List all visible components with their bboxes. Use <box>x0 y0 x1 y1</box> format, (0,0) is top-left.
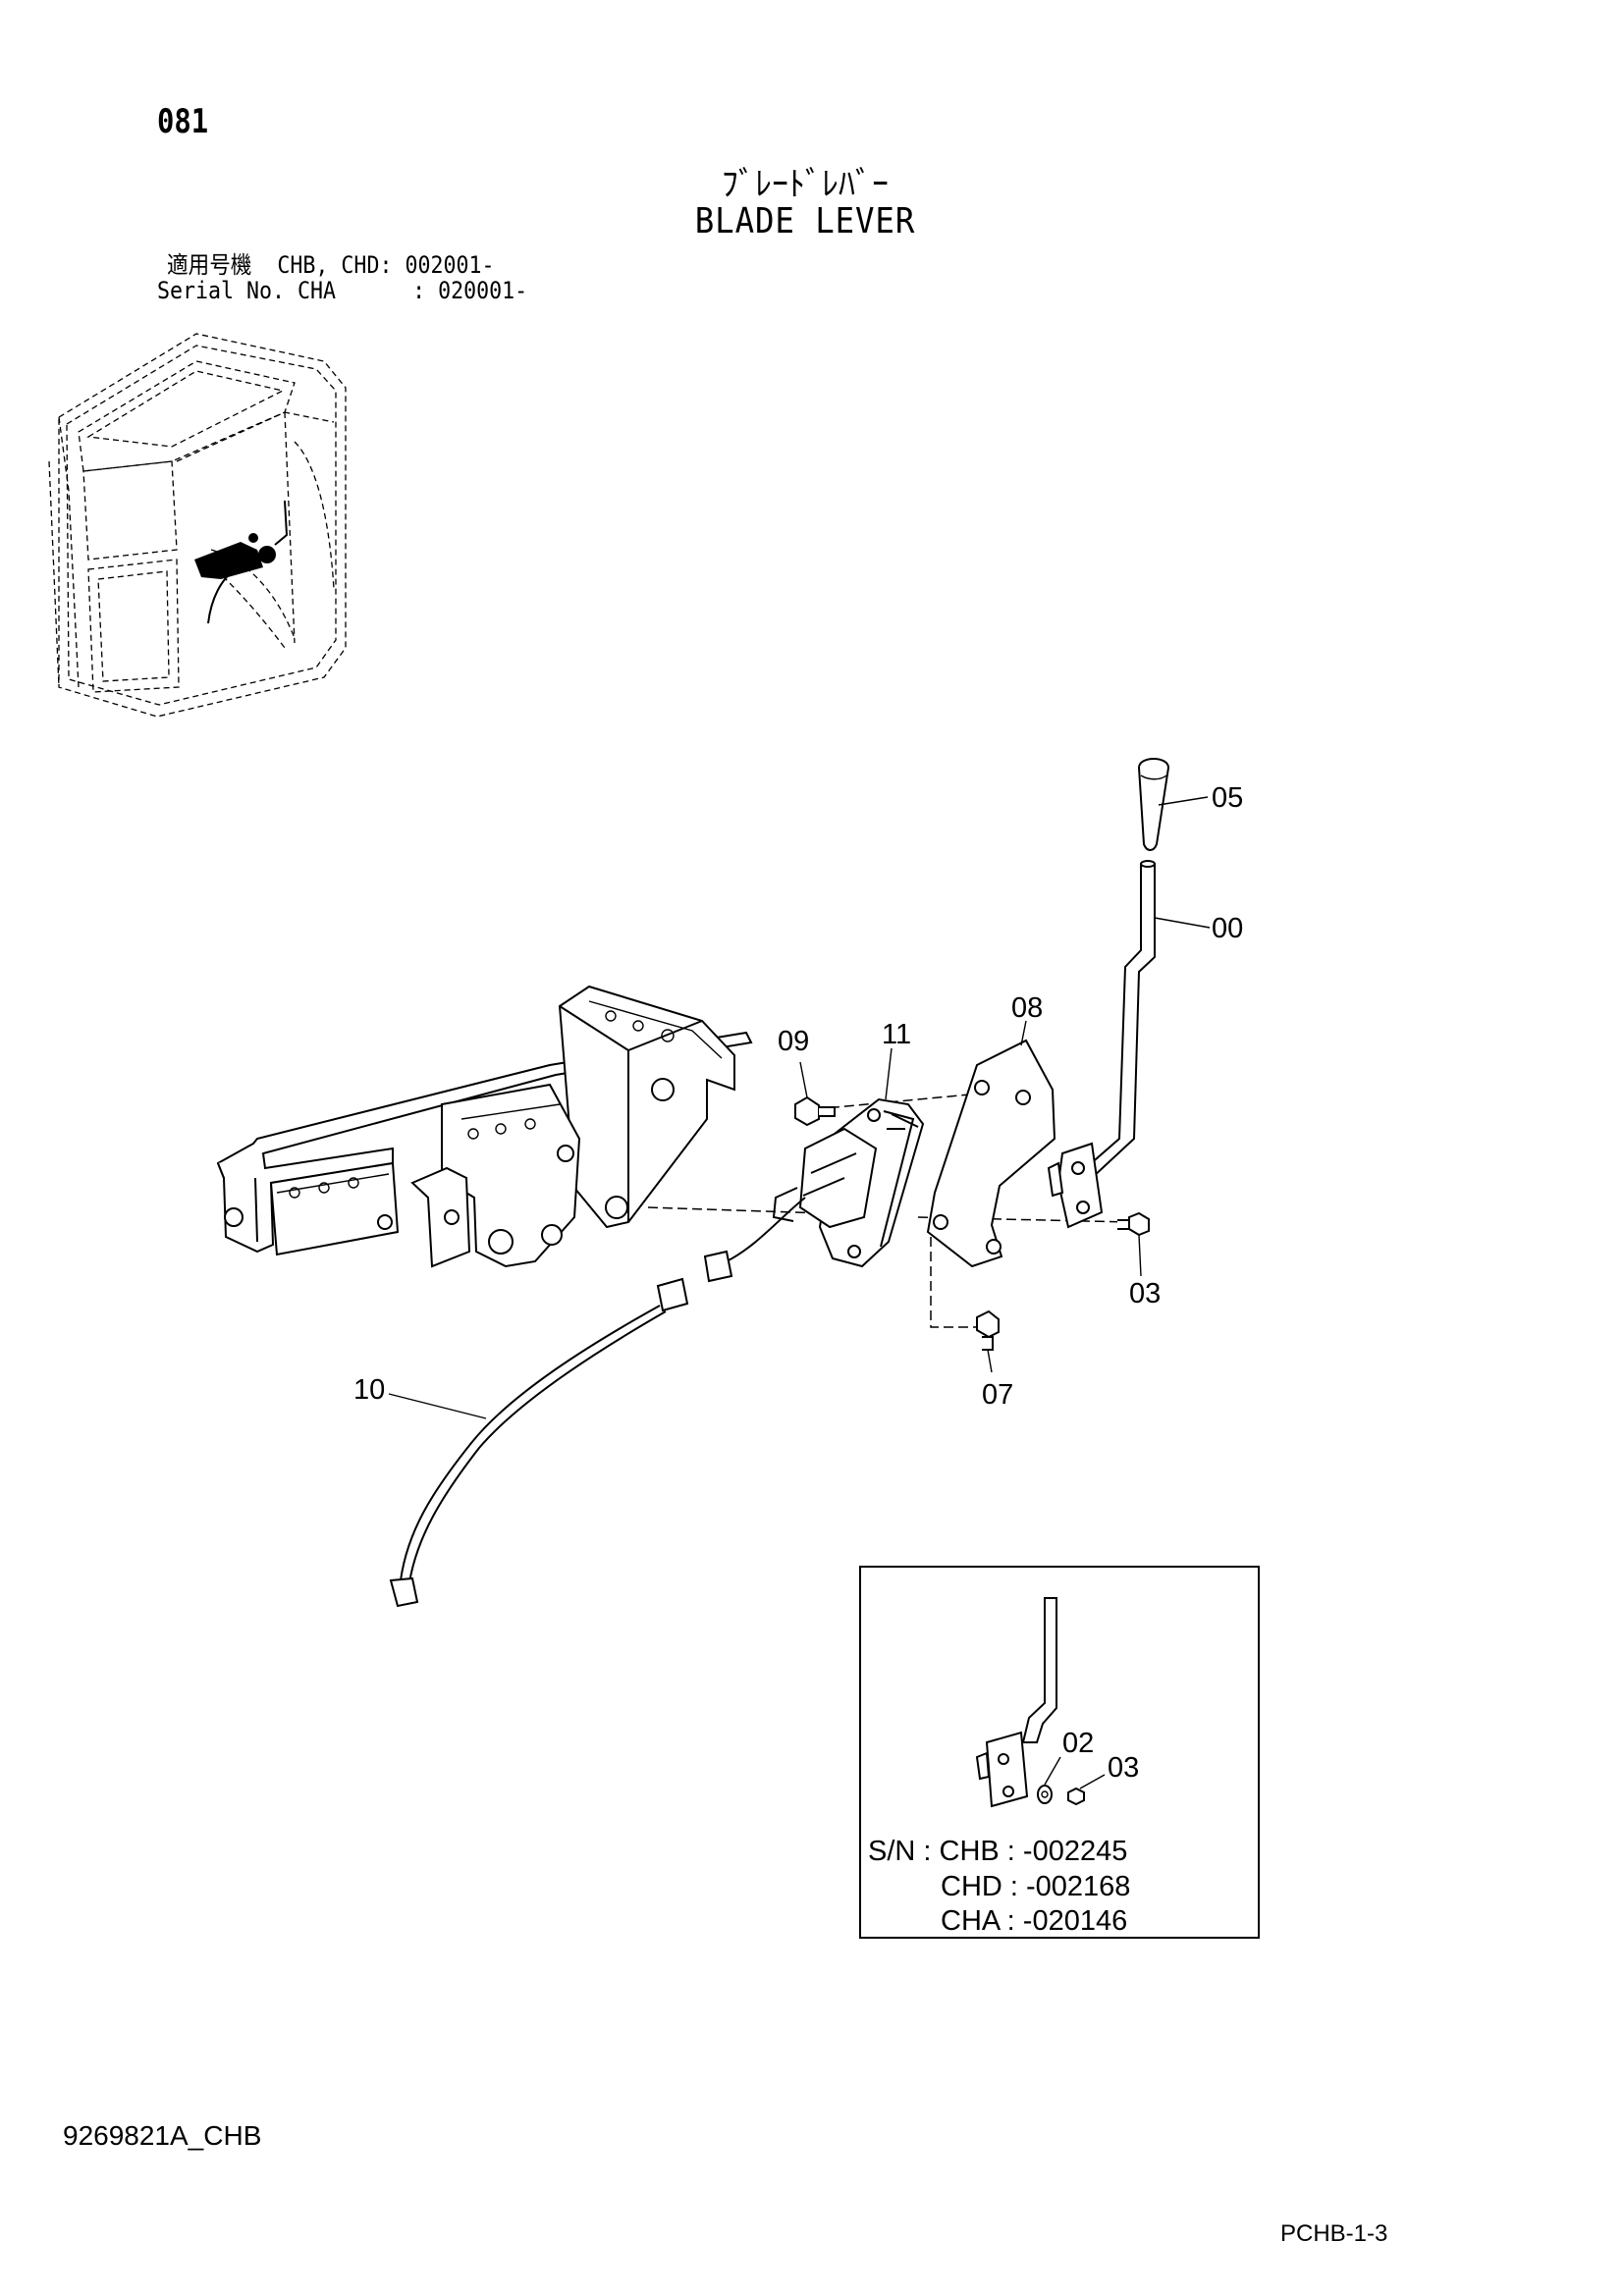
callout-11: 11 <box>882 1019 911 1050</box>
document-number: 9269821A_CHB <box>63 2120 262 2151</box>
title-japanese: ﾌﾞﾚｰﾄﾞﾚﾊﾞｰ <box>722 165 889 204</box>
inset-serial-line3: CHA : -020146 <box>941 1905 1127 1937</box>
callout-00: 00 <box>1212 913 1243 944</box>
callout-08: 08 <box>1011 992 1043 1024</box>
frame-bracket <box>216 985 753 1268</box>
serial-applicability-line2: Serial No. CHA : 020001- <box>157 277 528 304</box>
part-09-bolt <box>794 1095 836 1127</box>
page-title: BLADE LEVER <box>694 201 916 241</box>
inset-serial-line2: CHD : -002168 <box>941 1871 1130 1902</box>
cab-locator-illustration <box>48 333 347 718</box>
part-08-plate <box>926 1039 1056 1268</box>
part-00-lever <box>1047 860 1156 1229</box>
callout-10: 10 <box>353 1374 385 1406</box>
callouts: 05 00 08 09 11 03 07 10 <box>353 782 1243 1419</box>
inset-callout-02: 02 <box>1062 1728 1094 1759</box>
inset-box: 02 03 S/N : CHB : -002245 CHD : -002168 … <box>859 1566 1260 1939</box>
inset-callout-03: 03 <box>1108 1752 1139 1784</box>
part-07-bolt <box>976 1309 1000 1351</box>
callout-05: 05 <box>1212 782 1243 814</box>
callout-07: 07 <box>982 1379 1013 1411</box>
part-10-harness <box>389 1197 806 1608</box>
part-05-knob <box>1137 758 1170 851</box>
part-11-switch <box>772 1097 925 1268</box>
callout-03: 03 <box>1129 1278 1161 1309</box>
callout-09: 09 <box>778 1026 809 1057</box>
page-number: 081 <box>157 102 209 141</box>
serial-applicability-line1: 適用号機 CHB, CHD: 002001- <box>167 251 495 279</box>
part-03-bolt <box>1117 1211 1150 1237</box>
inset-serial-line1: S/N : CHB : -002245 <box>868 1836 1127 1867</box>
page-code: PCHB-1-3 <box>1280 2220 1388 2247</box>
